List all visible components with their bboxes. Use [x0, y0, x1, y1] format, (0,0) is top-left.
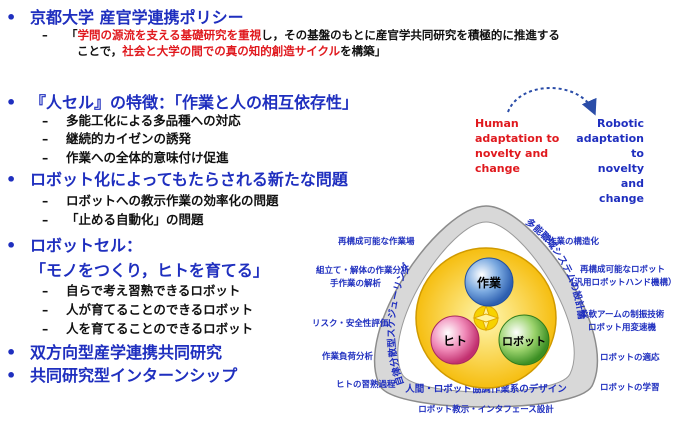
policy-line-2: ことで，社会と大学の間での真の知的創造サイクルを構築」 [77, 44, 387, 58]
policy-line-1: –「学問の源流を支える基礎研究を重視し，その基盤のもとに産官学共同研究を積極的に… [42, 28, 560, 42]
jinsel-item: –多能工化による多品種への対応 [42, 113, 241, 128]
right-label: ロボットの学習 [600, 382, 660, 393]
human-sphere [430, 315, 480, 365]
right-label: 作業の構造化 [548, 236, 600, 247]
robotize-heading: •ロボット化によってもたらされる新たな問題 [6, 170, 348, 189]
bullet-collab: •双方向型産学連携共同研究 [6, 343, 223, 362]
curved-arrow [507, 87, 597, 116]
robotcell-item: –人が育てることのできるロボット [42, 302, 254, 317]
robotcell-subtitle: 「モノをつくり，ヒトを育てる」 [30, 261, 269, 280]
robot-sphere [498, 314, 550, 366]
dash: – [42, 28, 48, 42]
bottom-label: ロボット教示・インタフェース設計 [418, 404, 554, 415]
robotcell-item: –自らで考え習熟できるロボット [42, 283, 241, 298]
policy-heading: •京都大学 産官学連携ポリシー [6, 8, 244, 27]
robot-label: ロボット [502, 334, 546, 348]
right-label: 再構成可能なロボット [580, 264, 665, 275]
right-label: ロボットの適応 [600, 352, 660, 363]
arc-bottom-label: 人間・ロボット協調作業系のデザイン [405, 383, 567, 395]
jinsel-heading: •『人セル』の特徴：「作業と人の相互依存性」 [6, 93, 359, 112]
work-sphere [464, 257, 514, 307]
robot-adaptation-label: Robotic adaptation to novelty and change [576, 117, 644, 205]
left-label: リスク・安全性評価 [312, 318, 389, 329]
left-label: 組立て・解体の作業分析 [316, 265, 410, 276]
human-label: ヒト [443, 334, 467, 348]
left-label: 再構成可能な作業場 [338, 236, 415, 247]
left-label: ヒトの習熟過程 [336, 379, 396, 390]
bullet-internship: •共同研究型インターンシップ [6, 366, 238, 385]
left-label: 作業負荷分析 [322, 351, 374, 362]
jinsel-item: –作業への全体的意味付け促進 [42, 150, 229, 165]
center-ornament [472, 304, 500, 332]
jinsel-item: –継続的カイゼンの誘発 [42, 131, 192, 146]
bullet: • [6, 8, 17, 27]
work-label: 作業 [477, 275, 502, 290]
left-label: 手作業の解析 [330, 278, 382, 289]
robotcell-heading: •ロボットセル： [6, 236, 143, 255]
right-label: 柔軟アームの制振技術 [579, 309, 665, 320]
robotcell-item: –人を育てることのできるロボット [42, 321, 254, 336]
robotize-item: –ロボットへの教示作業の効率化の問題 [42, 193, 279, 208]
robotize-item: –「止める自動化」の問題 [42, 212, 204, 227]
human-adaptation-label: Human adaptation to novelty and change [475, 117, 560, 175]
right-label: （汎用ロボットハンド機構） [566, 277, 677, 288]
right-label: ロボット用変速機 [588, 322, 657, 333]
